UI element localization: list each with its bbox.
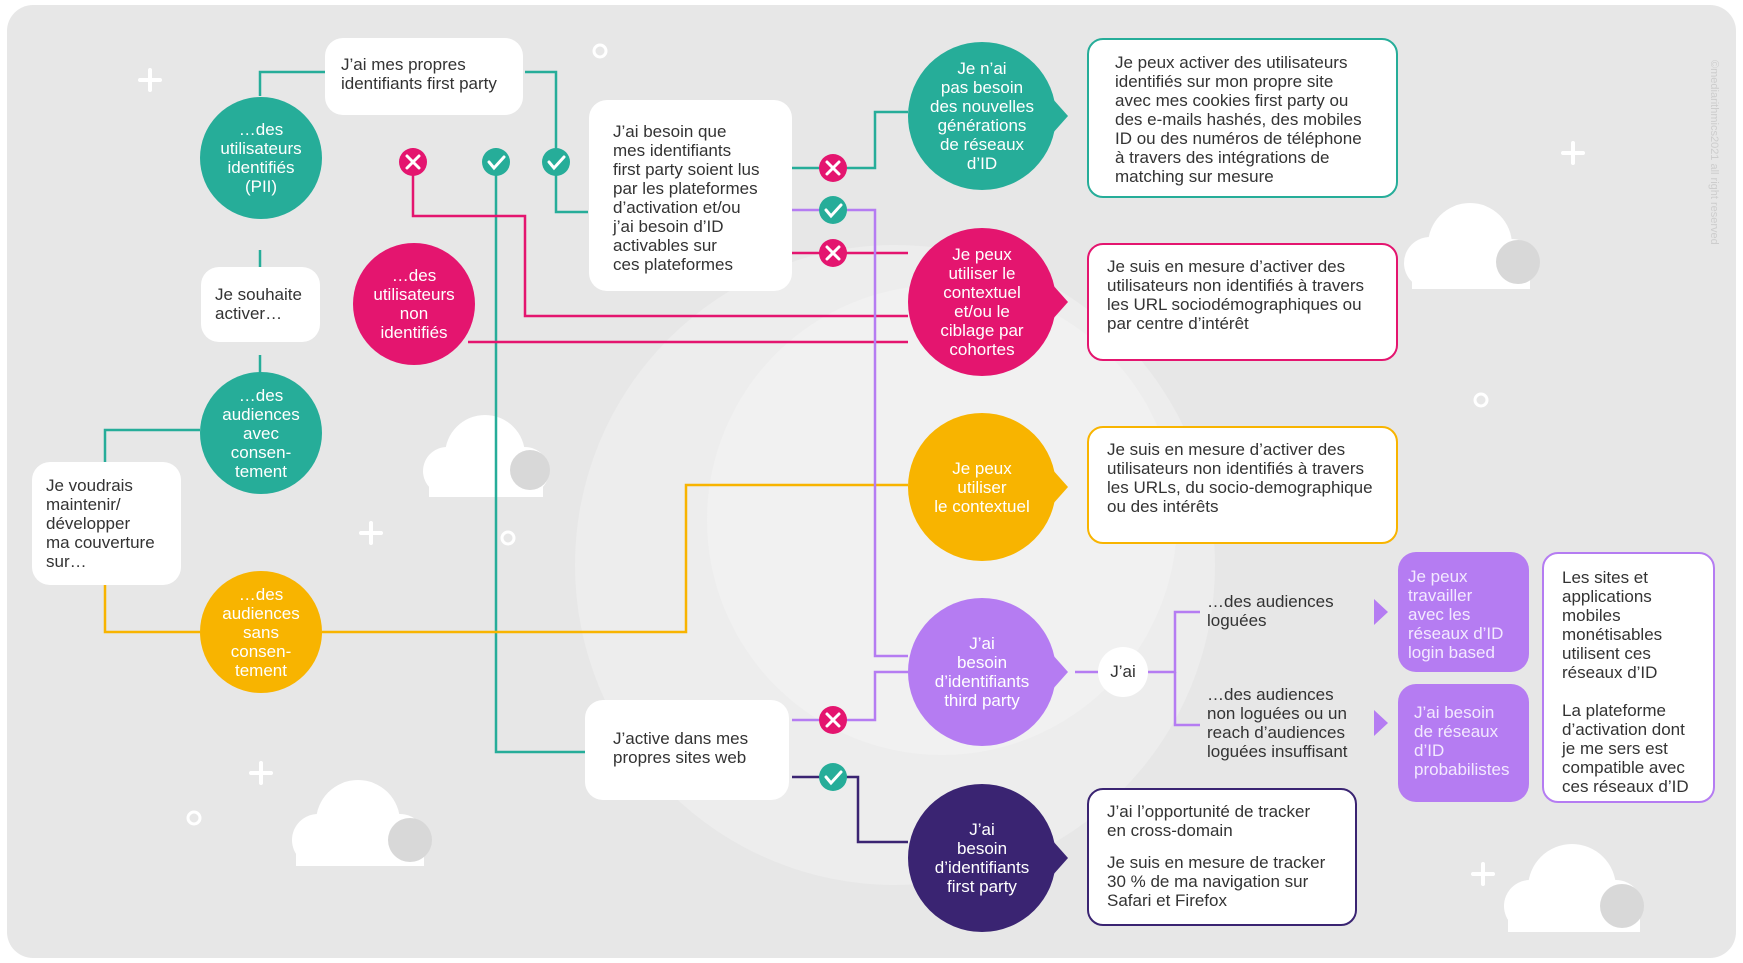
connector: [792, 208, 908, 658]
own-sites-question-text: J’active dans mes propres sites web: [613, 729, 749, 767]
sparkle-decoration: [359, 521, 383, 545]
outcome-third-party-node: J’ai besoin d’identifiants third party: [908, 598, 1056, 746]
jai-label: J’ai: [1110, 662, 1136, 681]
outcome-contextual-cohorts-label: Je peux utiliser le contextuel et/ou le …: [940, 245, 1024, 359]
platforms-question: J’ai besoin que mes identifiants first p…: [589, 100, 792, 291]
outcome-pointer: [1052, 284, 1068, 320]
outcome-description-text: Je peux activer des utilisateurs identif…: [1115, 53, 1362, 186]
ring-decoration: [1473, 392, 1489, 408]
id-networks-note-text: La plateforme d’activation dont je me se…: [1562, 701, 1689, 796]
first-party-ids-question: J’ai mes propres identifiants first part…: [325, 38, 523, 115]
start-box: Je voudrais maintenir/ développer ma cou…: [32, 462, 181, 585]
connector: [525, 70, 588, 214]
ring-decorations: [186, 43, 1489, 826]
activate-box-text: Je souhaite activer…: [215, 285, 302, 323]
start-box-text: Je voudrais maintenir/ développer ma cou…: [46, 476, 155, 571]
arrow-icon: [1374, 599, 1388, 625]
activate-box: Je souhaite activer…: [201, 267, 320, 342]
dark-connectors: [792, 775, 908, 844]
outcome-third-party-label: J’ai besoin d’identifiants third party: [934, 634, 1030, 710]
id-networks-note-text: Les sites et applications mobiles monéti…: [1562, 568, 1663, 682]
outcome-no-id-networks-description: Je peux activer des utilisateurs identif…: [1087, 38, 1398, 198]
outcome-first-party-node: J’ai besoin d’identifiants first party: [908, 784, 1056, 932]
check-badge-icon: [819, 763, 847, 791]
audience-without-consent-label: …des audiences sans consen- tement: [222, 584, 300, 680]
non-logged-audiences-label: …des audiences non loguées ou un reach d…: [1207, 685, 1348, 761]
sparkle-decorations: [138, 68, 1585, 886]
check-badge-icon: [542, 148, 570, 176]
cross-badge-icon: [819, 239, 847, 267]
first-party-ids-question-text: J’ai mes propres identifiants first part…: [341, 55, 497, 93]
connector: [103, 428, 200, 465]
non-identified-users-label: …des utilisateurs non identifiés: [373, 266, 455, 342]
ring-decoration: [186, 810, 202, 826]
login-based-id-text: Je peux travailler avec les réseaux d’ID…: [1408, 567, 1504, 662]
outcome-description-text: J’ai l’opportunité de tracker en cross-d…: [1107, 802, 1311, 840]
connector: [258, 70, 325, 96]
outcome-contextual-node: Je peux utiliser le contextuel: [908, 413, 1056, 561]
outcome-first-party-label: J’ai besoin d’identifiants first party: [934, 820, 1030, 896]
cloud-shadow: [1496, 240, 1540, 284]
outcome-first-party-description: J’ai l’opportunité de tracker en cross-d…: [1087, 788, 1357, 926]
non-identified-users-node: …des utilisateurs non identifiés: [353, 243, 475, 365]
connector: [411, 148, 908, 318]
outcome-pointer: [1052, 98, 1068, 134]
id-networks-note: Les sites et applications mobiles monéti…: [1542, 552, 1715, 803]
outcome-pointer: [1052, 469, 1068, 505]
jai-node: J’ai: [1098, 647, 1148, 697]
cross-badge-icon: [819, 706, 847, 734]
check-badge-icon: [819, 196, 847, 224]
audience-without-consent-node: …des audiences sans consen- tement: [200, 571, 322, 693]
connector: [1148, 610, 1200, 674]
sparkle-decoration: [1471, 862, 1495, 886]
cloud-shadow: [388, 818, 432, 862]
sparkle-decoration: [138, 68, 162, 92]
outcome-pointer: [1052, 654, 1068, 690]
connector: [1173, 672, 1200, 727]
audience-with-consent-node: …des audiences avec consen- tement: [200, 372, 322, 494]
arrow-icon: [1374, 710, 1388, 736]
outcome-no-id-networks-node: Je n’ai pas besoin des nouvelles générat…: [908, 42, 1056, 190]
connector: [103, 585, 200, 634]
outcome-description-text: Je suis en mesure d’activer des utilisat…: [1107, 257, 1365, 333]
outcome-description-text: Je suis en mesure de tracker 30 % de ma …: [1107, 853, 1326, 910]
outcome-contextual-cohorts-description: Je suis en mesure d’activer des utilisat…: [1087, 243, 1398, 361]
cloud-shadows: [388, 240, 1644, 928]
outcome-contextual-label: Je peux utiliser le contextuel: [934, 458, 1030, 516]
connector: [792, 110, 908, 170]
yellow-connectors: [103, 483, 908, 634]
ring-decoration: [500, 530, 516, 546]
logged-audiences-label: …des audiences loguées: [1207, 592, 1334, 630]
copyright-watermark: ©mediarithmics2021 all right reserved: [1708, 60, 1720, 245]
identified-users-node: …des utilisateurs identifiés (PII): [200, 97, 322, 219]
platforms-question-text: J’ai besoin que mes identifiants first p…: [613, 122, 760, 274]
probabilistic-id-box: J’ai besoin de réseaux d’ID probabiliste…: [1398, 684, 1529, 802]
probabilistic-id-text: J’ai besoin de réseaux d’ID probabiliste…: [1414, 703, 1510, 779]
connector: [792, 670, 908, 722]
audience-with-consent-label: …des audiences avec consen- tement: [222, 385, 300, 481]
check-badge-icon: [482, 148, 510, 176]
sparkle-decoration: [1561, 141, 1585, 165]
ring-decoration: [592, 43, 608, 59]
cloud-shadow: [1600, 884, 1644, 928]
outcome-contextual-description: Je suis en mesure d’activer des utilisat…: [1087, 426, 1398, 544]
sparkle-decoration: [249, 761, 273, 785]
login-based-id-box: Je peux travailler avec les réseaux d’ID…: [1398, 552, 1529, 672]
outcome-contextual-cohorts-node: Je peux utiliser le contextuel et/ou le …: [908, 228, 1056, 376]
magenta-connectors: [411, 148, 908, 344]
connector: [322, 483, 908, 634]
connector: [792, 775, 908, 844]
identified-users-label: …des utilisateurs identifiés (PII): [220, 120, 302, 196]
own-sites-question: J’active dans mes propres sites web: [585, 700, 789, 800]
connector: [494, 148, 585, 754]
outcome-no-id-networks-label: Je n’ai pas besoin des nouvelles générat…: [930, 59, 1034, 173]
cross-badge-icon: [819, 154, 847, 182]
outcome-pointer: [1052, 840, 1068, 876]
cross-badge-icon: [399, 148, 427, 176]
outcome-description-text: Je suis en mesure d’activer des utilisat…: [1107, 440, 1373, 516]
cloud-shadow: [510, 450, 550, 490]
